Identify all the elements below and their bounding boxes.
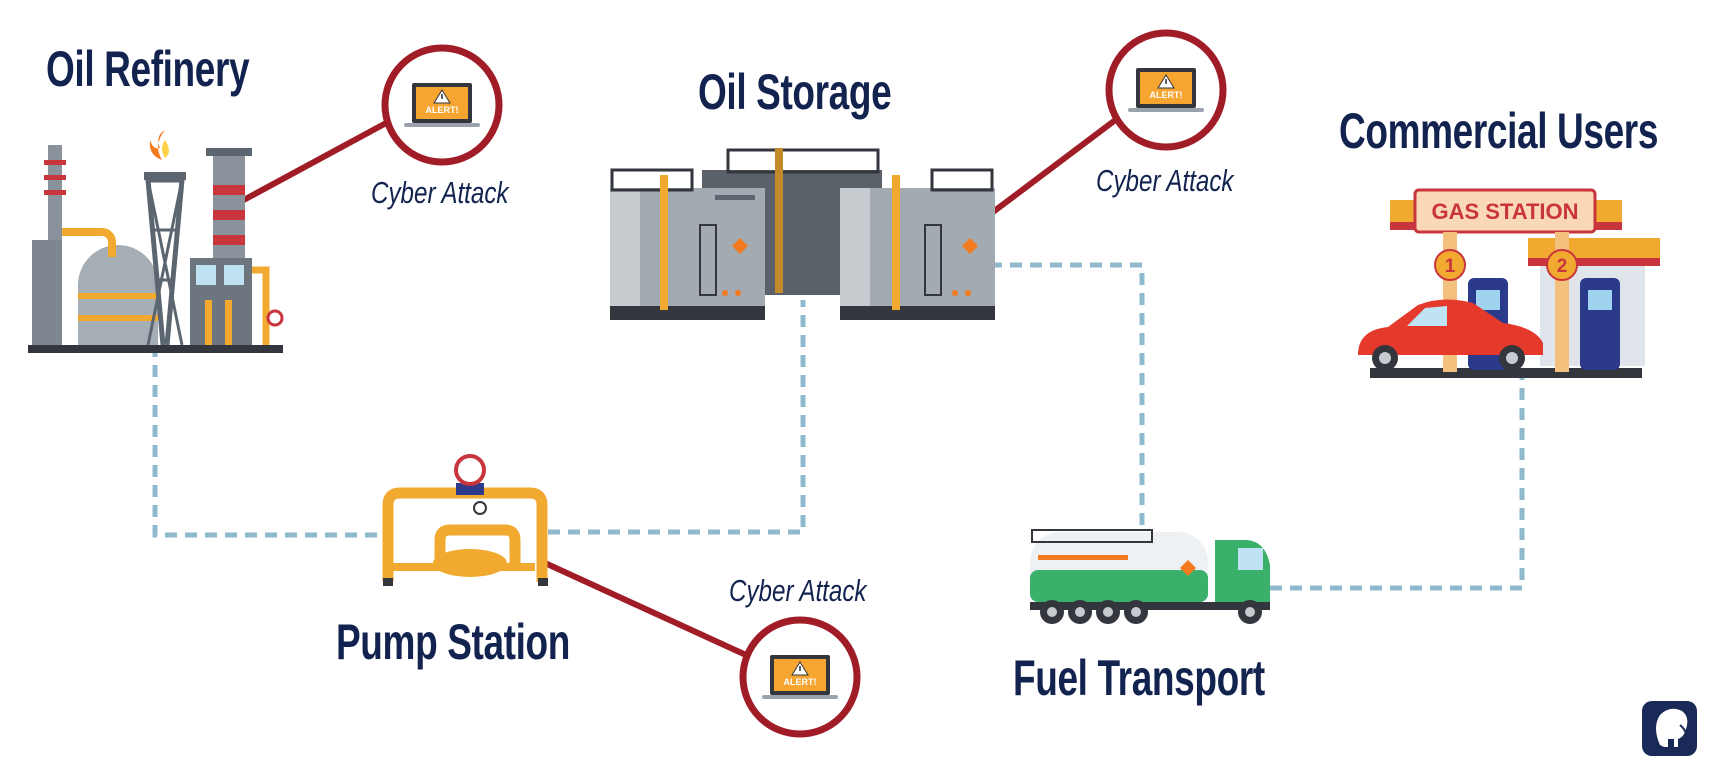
commercial-users-title: Commercial Users [1339,103,1659,159]
oil-refinery-title: Oil Refinery [46,41,250,97]
fuel-transport-title: Fuel Transport [1013,650,1265,706]
cyber-attack-label-storage: Cyber Attack [1096,163,1234,198]
flow-refinery-to-pump [152,325,385,538]
pump-number-1: 1 [1445,256,1456,277]
oil-storage-illustration [610,148,995,320]
flow-pump-to-storage [548,300,806,535]
attack-lines [238,115,1120,658]
elephant-logo-icon [1642,701,1697,756]
cyber-attack-label-pump: Cyber Attack [729,573,867,608]
alert-label: ALERT! [426,105,459,115]
cyber-attack-label-refinery: Cyber Attack [371,175,509,210]
alert-label: ALERT! [784,677,817,687]
attack-line-refinery [238,119,390,205]
attack-marker-storage: ALERT! [1105,29,1227,151]
oil-storage-title: Oil Storage [698,64,892,120]
pump-station-title: Pump Station [336,614,571,670]
alert-label: ALERT! [1150,90,1183,100]
flow-lines [152,262,1525,591]
attack-marker-refinery: ALERT! [381,44,503,166]
fuel-transport-illustration [1030,529,1270,624]
gas-station-illustration: GAS STATION 1 2 [1358,188,1660,378]
pump-station-illustration [382,454,548,586]
attack-marker-pump: ALERT! [739,616,861,738]
flow-transport-to-commercial [1270,375,1525,591]
pump-number-2: 2 [1557,256,1568,277]
gas-station-sign: GAS STATION [1431,199,1578,224]
attack-line-pump [543,560,748,658]
oil-refinery-illustration [28,130,284,353]
flow-storage-to-transport [990,262,1145,528]
attack-line-storage [991,115,1120,215]
